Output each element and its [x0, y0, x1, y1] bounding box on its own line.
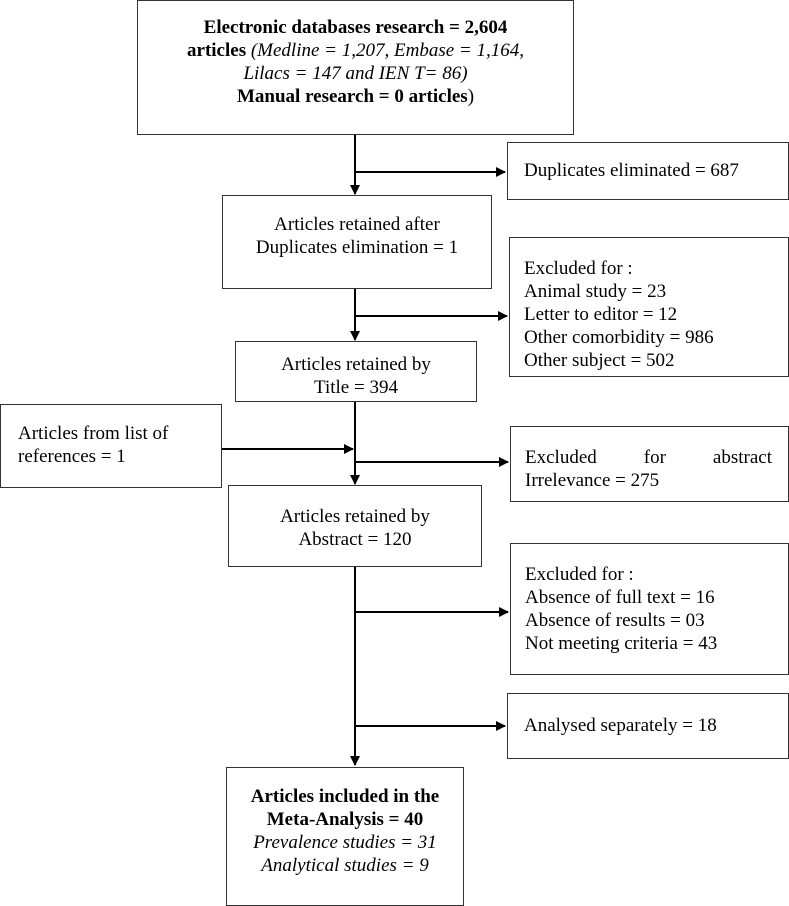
manual-research-paren: ) [467, 86, 475, 107]
excluded-fulltext-item: Absence of full text = 16 [525, 587, 715, 608]
retained-by-abstract-line2: Abstract = 120 [298, 529, 412, 550]
excluded-abstract-word: abstract [712, 447, 772, 468]
excluded-title-header: Excluded for : [524, 258, 633, 279]
excluded-fulltext-item: Absence of results = 03 [525, 610, 705, 631]
retained-by-title-line1: Articles retained by [281, 354, 431, 375]
analysed-separately-text: Analysed separately = 18 [524, 715, 717, 736]
manual-research-text: Manual research = 0 articles [236, 86, 468, 107]
excluded-title-item: Other subject = 502 [524, 350, 675, 371]
excluded-fulltext-box: Excluded for : Absence of full text = 16… [510, 543, 789, 675]
excluded-title-item: Other comorbidity = 986 [524, 327, 714, 348]
references-box: Articles from list of references = 1 [0, 404, 222, 488]
retained-by-title-box: Articles retained by Title = 394 [235, 341, 477, 402]
prevalence-studies-text: Prevalence studies = 31 [253, 832, 437, 853]
excluded-abstract-box: Excluded for abstract Irrelevance = 275 [510, 426, 789, 502]
references-line1: Articles from list of [18, 423, 169, 444]
retained-by-abstract-box: Articles retained by Abstract = 120 [228, 485, 482, 567]
included-line2: Meta-Analysis = 40 [266, 809, 424, 830]
excluded-title-item: Animal study = 23 [524, 281, 667, 302]
excluded-title-box: Excluded for : Animal study = 23 Letter … [509, 237, 789, 377]
search-total-text: Electronic databases research = 2,604 [203, 17, 508, 38]
analysed-separately-box: Analysed separately = 18 [507, 693, 789, 759]
included-line1: Articles included in the [250, 786, 440, 807]
duplicates-eliminated-text: Duplicates eliminated = 687 [524, 160, 739, 181]
analytical-studies-text: Analytical studies = 9 [261, 855, 429, 876]
excluded-fulltext-item: Not meeting criteria = 43 [525, 633, 718, 654]
excluded-fulltext-header: Excluded for : [525, 564, 634, 585]
retained-after-duplicates-line2: Duplicates elimination = 1 [255, 237, 459, 258]
included-box: Articles included in the Meta-Analysis =… [226, 767, 464, 906]
retained-by-title-line2: Title = 394 [314, 377, 398, 398]
retained-by-abstract-line1: Articles retained by [280, 506, 430, 527]
duplicates-eliminated-box: Duplicates eliminated = 687 [507, 142, 789, 200]
excluded-abstract-word: for [643, 447, 666, 468]
excluded-title-item: Letter to editor = 12 [524, 304, 678, 325]
excluded-abstract-line2: Irrelevance = 275 [525, 470, 660, 491]
search-results-box: Electronic databases research = 2,604 ar… [137, 0, 574, 135]
search-breakdown-1: (Medline = 1,207, Embase = 1,164, [250, 40, 524, 61]
retained-after-duplicates-line1: Articles retained after [274, 214, 440, 235]
references-line2: references = 1 [18, 446, 126, 467]
search-breakdown-2: Lilacs = 147 and IEN T= 86) [243, 63, 468, 84]
search-articles-word: articles [187, 40, 247, 61]
excluded-abstract-word: Excluded [525, 447, 597, 468]
retained-after-duplicates-box: Articles retained after Duplicates elimi… [222, 195, 492, 289]
